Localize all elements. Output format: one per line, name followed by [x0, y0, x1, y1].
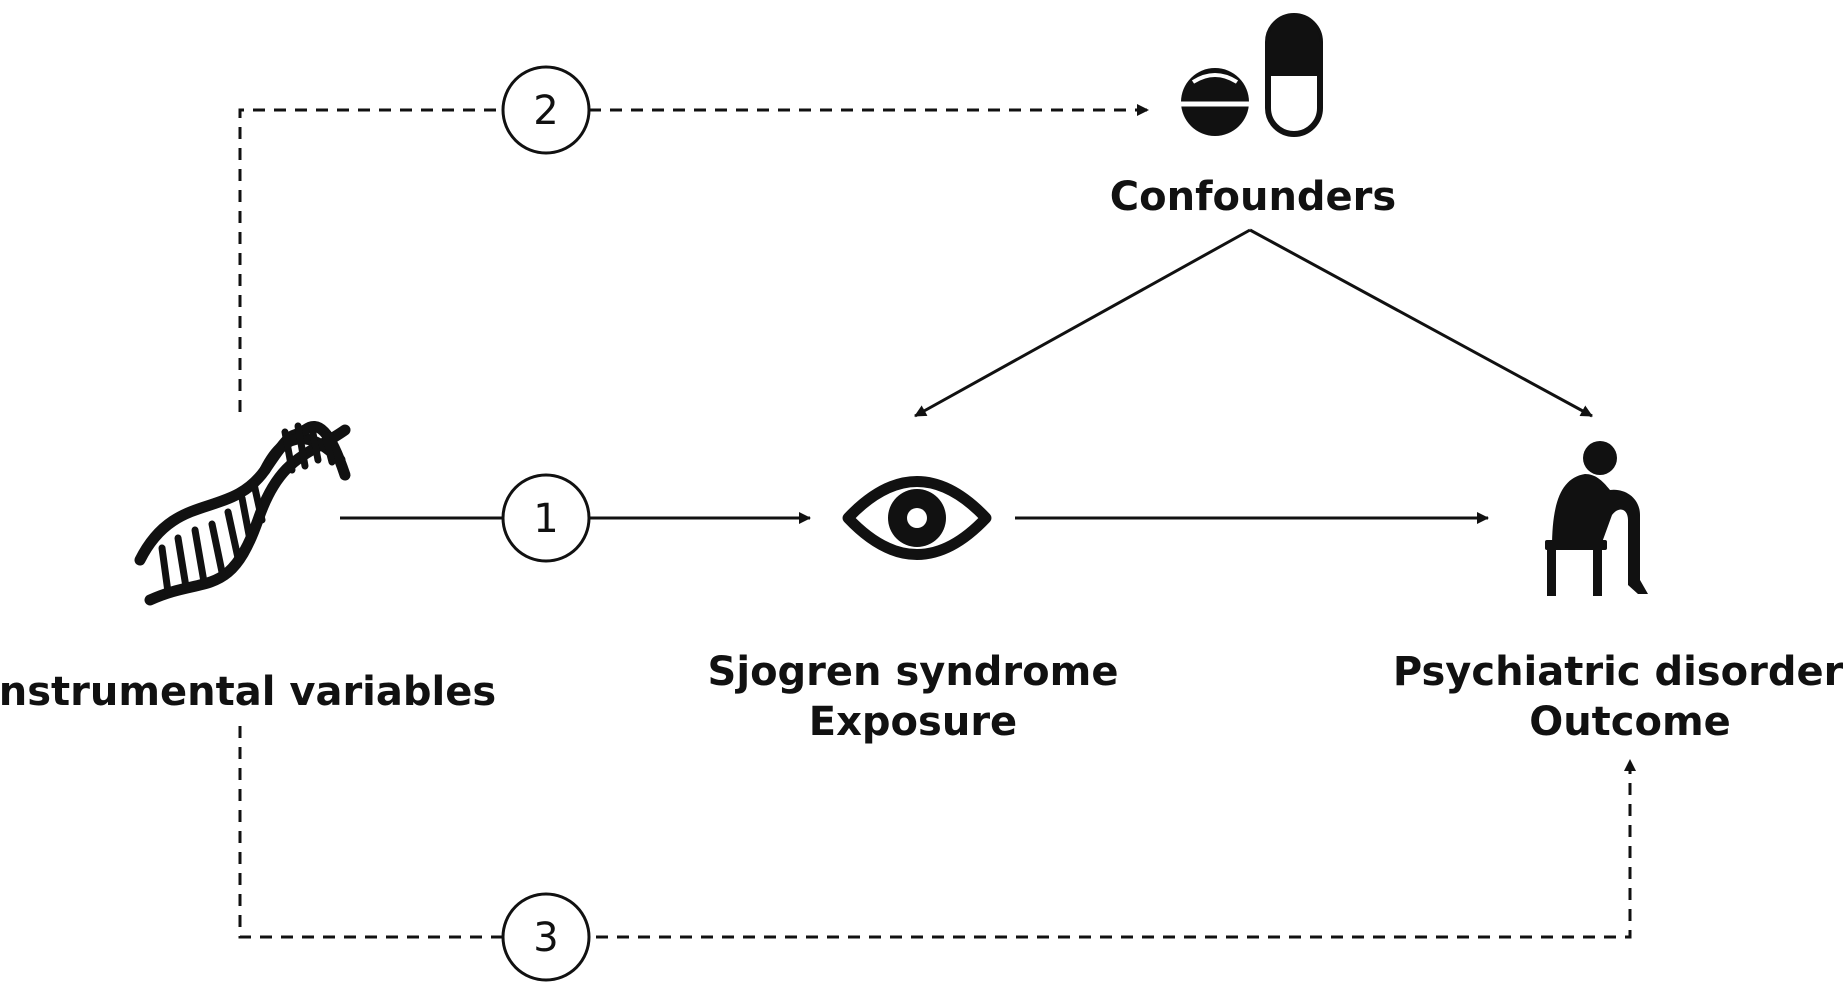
path-2-connector	[238, 104, 1149, 412]
outcome-label-line1: Psychiatric disorders	[1393, 649, 1843, 695]
step-number-1: 1	[533, 496, 558, 542]
step-circle-3: 3	[501, 892, 591, 982]
step-number-2: 2	[533, 88, 558, 134]
pills-icon	[1181, 13, 1323, 137]
outcome-label-line2: Outcome	[1529, 699, 1731, 745]
sitting-person-icon	[1545, 441, 1648, 596]
step-circle-1: 1	[501, 473, 591, 563]
step-circle-2: 2	[501, 65, 591, 155]
instrumental-variables-label: Instrumental variables	[0, 669, 496, 715]
dna-icon	[134, 421, 351, 606]
exposure-label-line1: Sjogren syndrome	[708, 649, 1119, 695]
exposure-label-line2: Exposure	[809, 699, 1017, 745]
eye-icon	[842, 476, 992, 560]
confounder-arrows	[914, 228, 1593, 418]
confounders-label: Confounders	[1110, 174, 1396, 220]
step-number-3: 3	[533, 915, 558, 961]
path-3-connector	[238, 726, 1636, 939]
